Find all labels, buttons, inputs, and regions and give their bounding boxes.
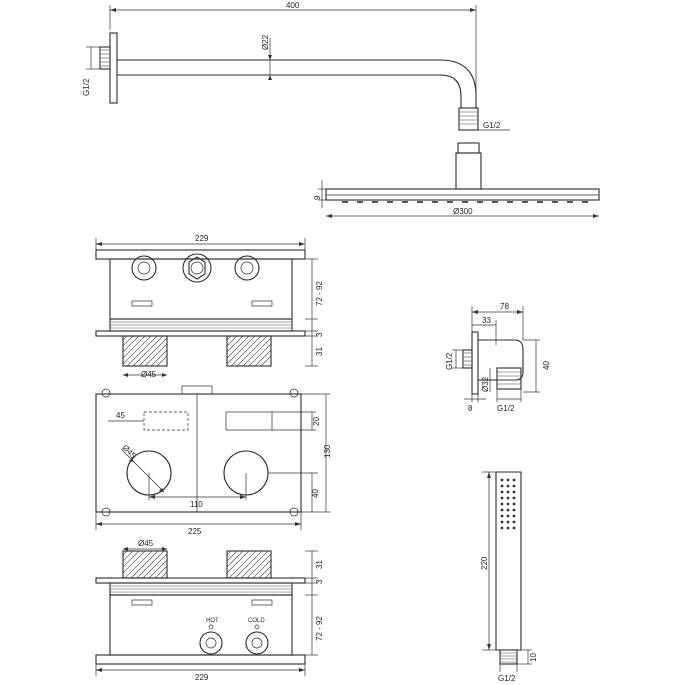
valve-top-view: 229 Ø45 72 - 92 3 31 [95,234,324,379]
head-thread-label: G1/2 [483,121,501,130]
top-depth-label: 72 - 92 [315,281,324,306]
outlet-dia-label: Ø32 [481,376,490,392]
wall-outlet: 78 33 G1/2 40 Ø32 8 G1/2 [445,302,551,413]
front-cut-height-label: 20 [312,417,321,426]
bottom-width-label: 229 [195,673,209,682]
nozzle-row [342,201,588,203]
bottom-knob-dia-label: Ø45 [138,539,154,548]
front-knob-offset-label: 40 [311,489,320,498]
head-thickness-label: 9 [313,195,322,200]
outlet-offset-label: 33 [482,316,491,325]
top-width-label: 229 [195,234,209,243]
handshower-length-label: 220 [480,556,489,570]
hand-shower: 220 10 G1/2 [480,471,538,683]
bottom-knob-depth-label: 31 [315,560,324,569]
front-height-label: 130 [323,444,332,458]
front-cut-width-label: 45 [116,411,125,420]
cold-label: COLD [248,618,265,624]
outlet-width-label: 78 [500,302,509,311]
wall-thread-label: G1/2 [82,78,91,96]
valve-bottom-view: Ø45 HOT COLD 229 31 3 72 - 92 [95,539,324,682]
arm-length-label: 400 [286,1,300,10]
top-plate-label: 3 [315,332,324,337]
head-diameter-label: Ø300 [453,207,473,216]
top-knob-dia-label: Ø45 [141,370,157,379]
shower-arm-assembly: 400 G1/2 Ø22 G1/2 [82,1,600,218]
handshower-tip-label: 10 [529,653,538,662]
front-width-label: 225 [188,527,202,536]
hot-label: HOT [206,618,219,624]
valve-front-view: 45 20 Ø45 110 130 40 225 [95,385,332,536]
front-knob-dia-label: Ø45 [121,443,138,460]
top-knob-depth-label: 31 [315,347,324,356]
outlet-base-label: 8 [468,404,473,413]
handshower-thread-label: G1/2 [498,674,516,683]
spray-nozzles [500,478,516,530]
arm-diameter-label: Ø22 [261,34,270,50]
bottom-depth-label: 72 - 92 [315,616,324,641]
front-knob-spacing-label: 110 [190,500,203,509]
outlet-thread-bottom-label: G1/2 [497,404,515,413]
outlet-thread-left-label: G1/2 [445,352,454,370]
bottom-plate-label: 3 [315,579,324,584]
outlet-height-label: 40 [542,361,551,370]
